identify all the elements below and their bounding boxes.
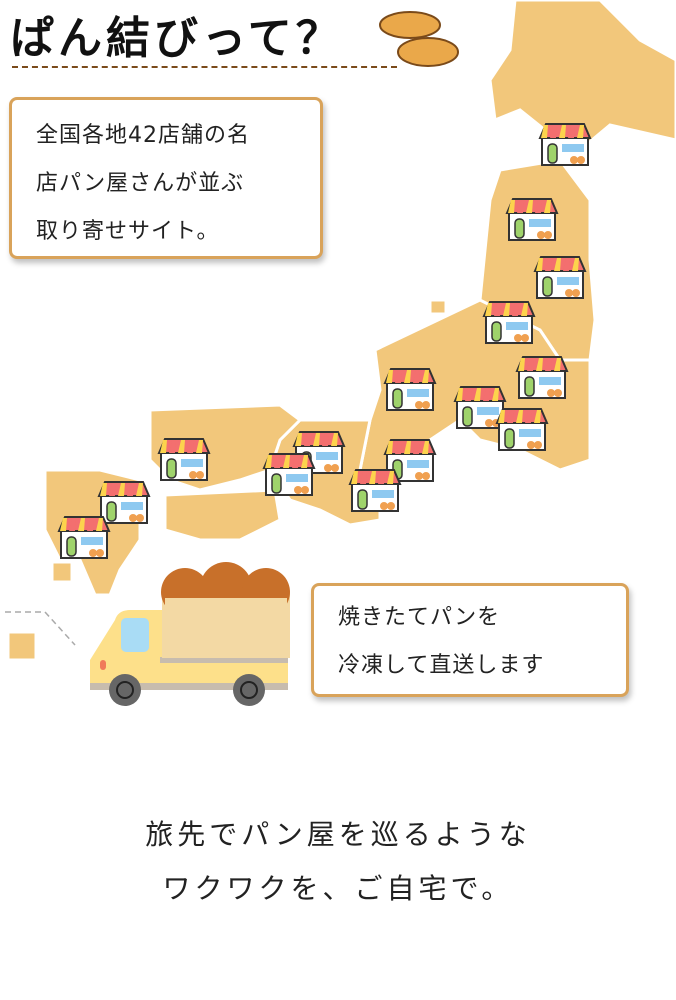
bakery-shop-icon <box>157 437 211 481</box>
delivery-truck-icon <box>90 610 288 706</box>
croissant-icon <box>379 11 459 67</box>
intro-line: 全国各地42店舗の名 <box>36 123 250 148</box>
bakery-shop-icon <box>533 255 587 299</box>
bakery-shop-icon <box>538 122 592 166</box>
title-divider <box>12 66 397 68</box>
tagline: 旅先でパン屋を巡るような ワクワクを、ご自宅で。 <box>0 808 676 916</box>
bakery-shop-icon <box>515 355 569 399</box>
bread-loaf-icon <box>161 562 290 658</box>
bakery-shop-icon <box>505 197 559 241</box>
bakery-shop-icon <box>348 468 402 512</box>
bakery-shop-icon <box>383 367 437 411</box>
bakery-shop-icon <box>482 300 536 344</box>
intro-box: 全国各地42店舗の名 店パン屋さんが並ぶ 取り寄せサイト。 <box>9 97 323 259</box>
page-title: ぱん結びって？ <box>10 13 344 64</box>
intro-line: 店パン屋さんが並ぶ <box>36 171 245 196</box>
tagline-line: ワクワクを、ご自宅で。 <box>162 872 514 905</box>
intro-line: 取り寄せサイト。 <box>36 219 220 244</box>
bakery-shop-icon <box>495 407 549 451</box>
bakery-shop-icon <box>262 452 316 496</box>
delivery-line: 焼きたてパンを <box>338 605 501 630</box>
delivery-line: 冷凍して直送します <box>338 653 545 678</box>
tagline-line: 旅先でパン屋を巡るような <box>145 818 531 851</box>
delivery-box: 焼きたてパンを 冷凍して直送します <box>311 583 629 697</box>
bakery-shop-icon <box>57 515 111 559</box>
bakery-shop-icon <box>97 480 151 524</box>
